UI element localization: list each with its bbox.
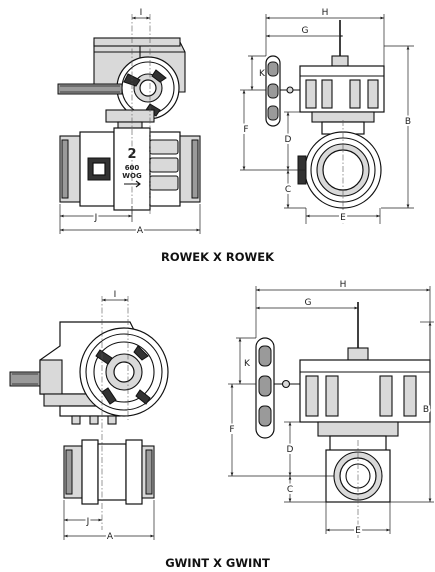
- dim-label-c-top: C: [285, 185, 291, 195]
- dim-label-e-bottom: E: [355, 526, 361, 536]
- dim-label-h-bottom: H: [340, 280, 347, 290]
- dim-label-i-bottom: I: [114, 290, 117, 300]
- threaded-valve-front-view: I J A: [9, 290, 169, 544]
- dim-label-h-top: H: [322, 8, 329, 18]
- dim-label-i-top: I: [140, 8, 143, 18]
- dim-label-j-top: J: [94, 213, 98, 223]
- caption-grooved: ROWEK X ROWEK: [160, 250, 275, 264]
- dim-label-a-bottom: A: [107, 532, 114, 542]
- dim-label-f-top: F: [243, 125, 248, 135]
- dim-label-k-bottom: K: [244, 359, 251, 369]
- dim-label-e-top: E: [340, 213, 346, 223]
- dim-label-g-bottom: G: [305, 298, 312, 308]
- dim-label-c-bottom: C: [287, 485, 293, 495]
- dim-label-j-bottom: J: [86, 517, 90, 527]
- dim-label-g-top: G: [302, 26, 309, 36]
- caption-threaded: GWINT X GWINT: [165, 556, 270, 570]
- grooved-valve-front-view: 2 600 WOG I J A: [57, 8, 201, 238]
- dim-label-b-bottom: B: [423, 405, 429, 415]
- dim-label-a-top: A: [137, 226, 144, 236]
- dim-label-d-bottom: D: [287, 445, 294, 455]
- grooved-valve-side-view: H G K F D C B E: [240, 8, 414, 225]
- dim-label-b-top: B: [405, 117, 411, 127]
- dim-label-k-top: K: [259, 69, 266, 79]
- dim-label-f-bottom: F: [229, 425, 234, 435]
- threaded-valve-side-view: H G K F D C E B: [227, 280, 434, 538]
- dim-label-d-top: D: [285, 135, 292, 145]
